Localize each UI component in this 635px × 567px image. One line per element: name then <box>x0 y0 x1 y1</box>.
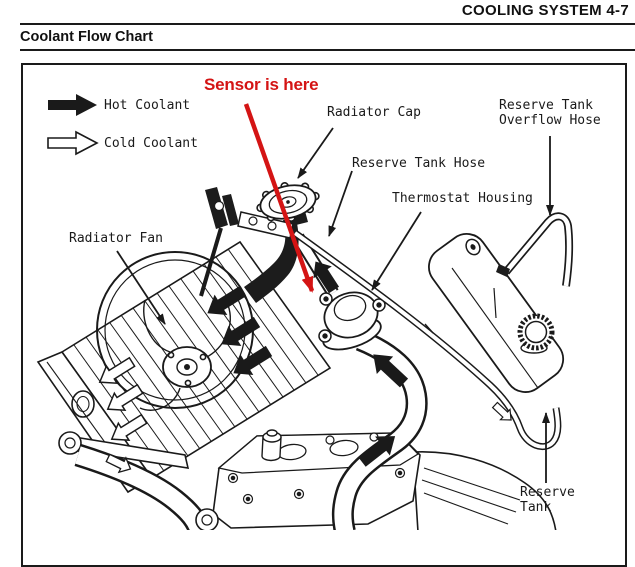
reserve-tank-hose-label: Reserve Tank Hose <box>352 156 486 171</box>
sensor-annotation-arrow <box>243 103 315 293</box>
coolant-flow-diagram <box>36 94 574 530</box>
reserve-tank-hose-pointer <box>328 170 353 237</box>
reserve-tank-label: Reserve Tank <box>520 485 575 515</box>
reserve-tank-illustration <box>428 233 565 393</box>
reserve-tank-hose-illustration <box>292 230 562 450</box>
thermostat-to-cap-tube <box>292 233 340 297</box>
header-rule <box>20 23 635 25</box>
radiator-fan-label: Radiator Fan <box>69 231 163 246</box>
page-header-title: COOLING SYSTEM 4-7 <box>461 2 629 19</box>
section-rule <box>20 49 635 51</box>
reserve-tank-overflow-hose-label: Reserve Tank Overflow Hose <box>499 98 601 128</box>
cold-coolant-arrow-icon <box>47 130 99 156</box>
reserve-tank-overflow-hose-illustration <box>496 212 574 287</box>
radiator-cap-label: Radiator Cap <box>327 105 421 120</box>
section-title: Coolant Flow Chart <box>20 29 153 45</box>
thermostat-housing-label: Thermostat Housing <box>392 191 533 206</box>
radiator-fan-pointer <box>116 250 166 325</box>
cap-to-radiator-elbow-hose <box>244 218 299 303</box>
hot-coolant-arrow-icon <box>48 94 97 116</box>
legend-hot-coolant-label: Hot Coolant <box>104 98 191 113</box>
sensor-annotation-text: Sensor is here <box>204 75 319 94</box>
radiator-cap-illustration <box>237 182 320 239</box>
radiator-cap-pointer <box>297 127 334 179</box>
radiator-outlet-hose <box>74 444 212 530</box>
cold-coolant-core-arrows <box>98 356 148 442</box>
thermostat-housing-illustration <box>318 291 386 351</box>
spark-plug-tower <box>261 429 282 462</box>
engine-to-thermostat-hose <box>331 329 428 530</box>
hot-coolant-core-arrows <box>207 285 273 375</box>
callout-pointer-arrows <box>116 127 554 483</box>
thermostat-housing-pointer <box>371 211 422 291</box>
reserve-tank-cap <box>517 313 555 354</box>
legend-cold-coolant-label: Cold Coolant <box>104 136 198 151</box>
